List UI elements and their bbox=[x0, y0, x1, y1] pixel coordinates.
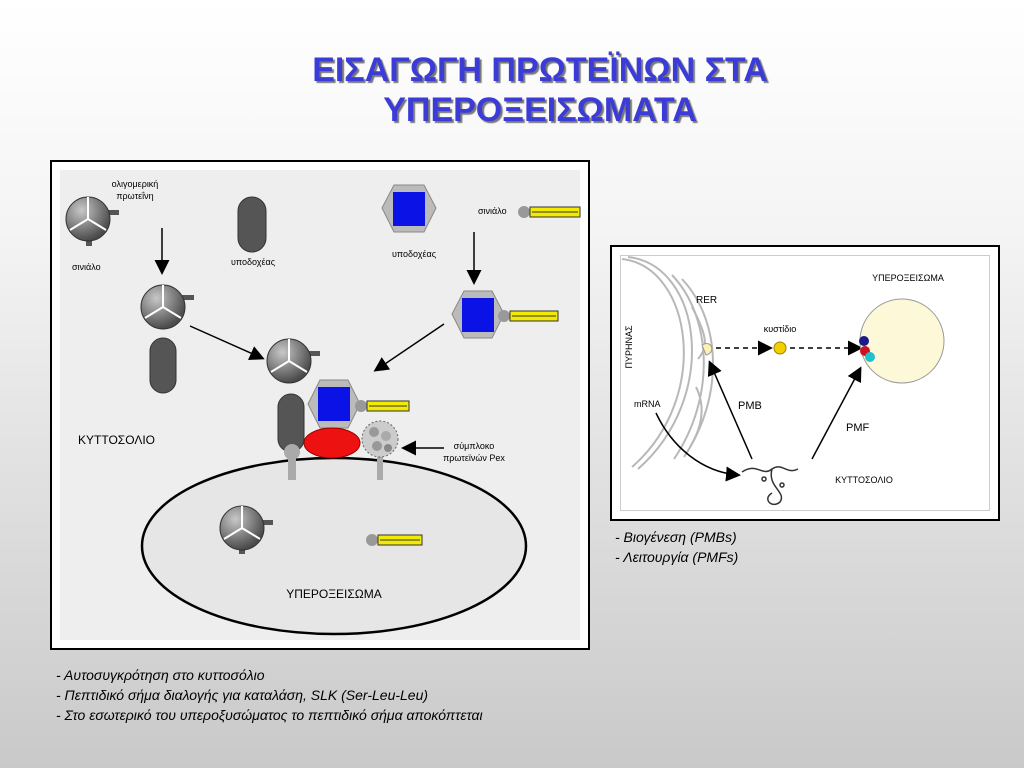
label-signal-right: σινιάλο bbox=[478, 206, 507, 216]
label-oligomeric-protein-2: πρωτεΐνη bbox=[116, 191, 153, 201]
arrow-pmb bbox=[707, 360, 753, 460]
label-nucleus: ΠΥΡΗΝΑΣ bbox=[624, 325, 634, 369]
import-diagram-panel: ολιγομερική πρωτεΐνη σινιάλο υποδοχέας υ… bbox=[50, 160, 590, 650]
arrow-mrna-to-ribosome bbox=[655, 412, 741, 482]
note-sorting-signal: - Πεπτιδικό σήμα διαλογής για καταλάση, … bbox=[56, 687, 429, 703]
oligomer-docked bbox=[266, 338, 320, 384]
peroxisome-organelle bbox=[859, 298, 945, 384]
receptor-signal-complex bbox=[451, 290, 559, 339]
note-self-assembly: - Αυτοσυγκρότηση στο κυττοσόλιο bbox=[56, 667, 265, 683]
import-diagram: ολιγομερική πρωτεΐνη σινιάλο υποδοχέας υ… bbox=[65, 179, 581, 636]
oligomer-receptor-complex bbox=[140, 284, 194, 394]
biogenesis-diagram-panel: ΠΥΡΗΝΑΣ RER κυστίδιο ΥΠΕΡΟΞΕΙΣΩΜΑ mRNA P… bbox=[610, 245, 1000, 521]
receptor-blue-free bbox=[381, 184, 437, 233]
oligomeric-protein-free bbox=[65, 196, 119, 246]
title-line-2: ΥΠΕΡΟΞΕΙΣΩΜΑΤΑ bbox=[383, 91, 697, 129]
label-pmf: PMF bbox=[846, 422, 870, 434]
label-pmb: PMB bbox=[738, 400, 762, 412]
label-pex-complex-2: πρωτεϊνών Pex bbox=[443, 453, 505, 463]
receptor-grey-docked bbox=[277, 393, 305, 480]
label-receptor-grey: υποδοχέας bbox=[231, 257, 276, 267]
label-cytosol: ΚΥΤΤΟΣΟΛΙΟ bbox=[78, 433, 155, 447]
label-cytosol-right: ΚΥΤΤΟΣΟΛΙΟ bbox=[835, 475, 893, 485]
arrow-pmf bbox=[811, 366, 862, 460]
notes-left: - Αυτοσυγκρότηση στο κυττοσόλιο - Πεπτιδ… bbox=[56, 665, 483, 725]
label-signal-left: σινιάλο bbox=[72, 262, 101, 272]
label-peroxisome: ΥΠΕΡΟΞΕΙΣΩΜΑ bbox=[286, 587, 382, 601]
pex-complex bbox=[361, 420, 399, 480]
title-line-1: ΕΙΣΑΓΩΓΗ ΠΡΩΤΕΪΝΩΝ ΣΤΑ bbox=[312, 51, 768, 89]
oligomer-imported bbox=[219, 505, 273, 554]
receptor-blue-docked bbox=[307, 379, 410, 429]
label-vesicle: κυστίδιο bbox=[764, 324, 797, 334]
label-oligomeric-protein-1: ολιγομερική bbox=[112, 179, 159, 189]
notes-right: - Βιογένεση (PMBs) - Λειτουργία (PMFs) bbox=[615, 527, 738, 567]
nuclear-envelope bbox=[621, 256, 693, 470]
arrow-to-docking-right bbox=[373, 323, 445, 372]
label-receptor-blue: υποδοχέας bbox=[392, 249, 437, 259]
note-function: - Λειτουργία (PMFs) bbox=[615, 549, 739, 565]
label-rer: RER bbox=[696, 295, 717, 306]
vesicle bbox=[773, 341, 787, 355]
biogenesis-diagram: ΠΥΡΗΝΑΣ RER κυστίδιο ΥΠΕΡΟΞΕΙΣΩΜΑ mRNA P… bbox=[621, 256, 945, 506]
page-title: ΕΙΣΑΓΩΓΗ ΠΡΩΤΕΪΝΩΝ ΣΤΑ ΥΠΕΡΟΞΕΙΣΩΜΑΤΑ bbox=[240, 50, 840, 130]
label-pex-complex-1: σύμπλοκο bbox=[454, 441, 495, 451]
signal-peptide-imported bbox=[366, 534, 423, 546]
receptor-grey-free bbox=[237, 196, 267, 253]
note-signal-cleavage: - Στο εσωτερικό του υπεροξυσώματος το πε… bbox=[56, 707, 483, 723]
label-peroxisome-right: ΥΠΕΡΟΞΕΙΣΩΜΑ bbox=[872, 273, 944, 283]
peroxisome-membrane bbox=[140, 456, 528, 636]
er-bud bbox=[701, 343, 713, 356]
docking-complex-red bbox=[303, 427, 361, 459]
ribosome-mrna bbox=[741, 466, 799, 506]
label-mrna: mRNA bbox=[634, 399, 661, 409]
signal-peptide-free bbox=[518, 206, 581, 218]
note-biogenesis: - Βιογένεση (PMBs) bbox=[615, 529, 737, 545]
arrow-to-docking-left bbox=[189, 325, 265, 360]
import-proteins bbox=[859, 336, 875, 362]
